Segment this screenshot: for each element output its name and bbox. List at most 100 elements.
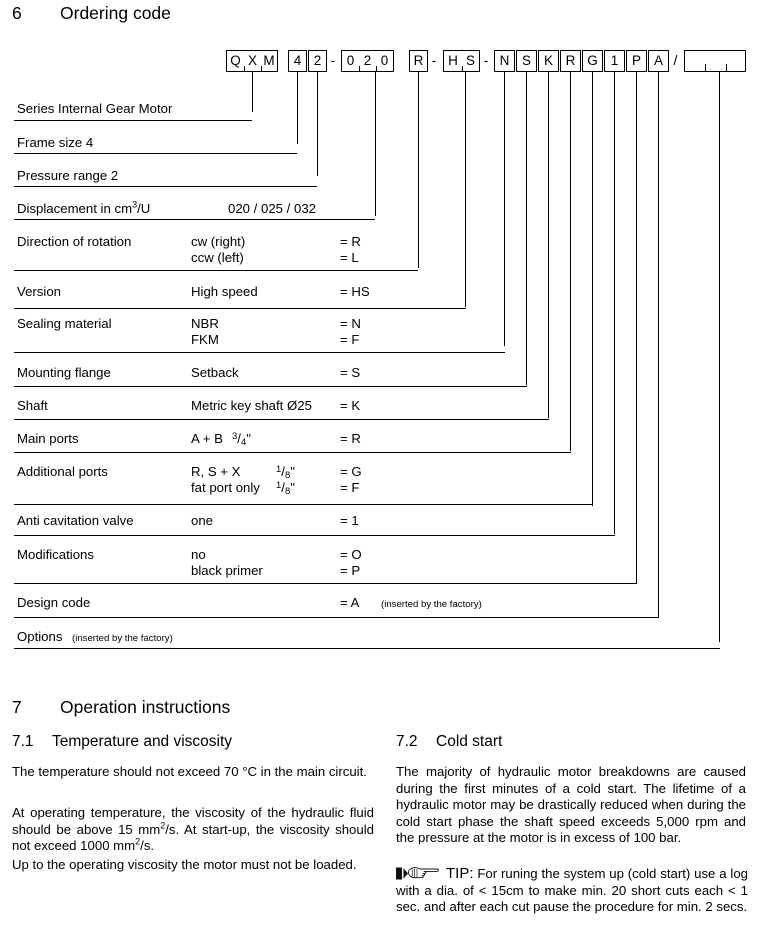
code-box-options[interactable] — [684, 50, 746, 72]
row-label-designcode: Design code — [17, 595, 91, 610]
row-option-sealing-fkm: FKM — [191, 332, 219, 347]
code-box-modifications: P — [626, 50, 647, 72]
row-rule-addports — [14, 504, 593, 506]
row-equals-mainports: = R — [340, 431, 361, 446]
row-rule-series — [14, 120, 252, 122]
row-equals-sealing-n: = N — [340, 316, 361, 331]
code-seg-x: X — [244, 51, 261, 72]
leader-version — [465, 72, 467, 307]
row-option-version: High speed — [191, 284, 258, 299]
code-seg-q: Q — [230, 53, 241, 68]
section-6-title: Ordering code — [60, 3, 171, 23]
row-option-addports-fat: fat port only — [191, 480, 260, 495]
code-slash: / — [673, 52, 678, 68]
leader-pressure — [317, 72, 319, 176]
code-seg-d2: 2 — [359, 51, 376, 72]
code-seg-m: M — [261, 51, 277, 72]
row-rule-version — [14, 308, 466, 310]
code-box-shaft: K — [538, 50, 559, 72]
section-71-heading: 7.1 Temperature and viscosity — [12, 733, 232, 751]
ordering-code-table: Series Internal Gear Motor Frame size 4 … — [14, 101, 720, 650]
leader-modifications — [636, 72, 638, 583]
row-equals-rotation-r: = R — [340, 234, 361, 249]
row-label-flange: Mounting flange — [17, 365, 111, 380]
row-equals-anticav: = 1 — [340, 513, 359, 528]
row-option-sealing-nbr: NBR — [191, 316, 219, 331]
temperature-paragraph-1: The temperature should not exceed 70 °C … — [12, 764, 367, 779]
fraction-denominator-main: 4 — [240, 437, 247, 449]
code-dash-1: - — [330, 53, 336, 68]
temperature-paragraph-3: Up to the operating viscosity the motor … — [12, 857, 357, 872]
fraction-denominator-add1: 8 — [284, 470, 291, 482]
row-equals-rotation-l: = L — [340, 250, 359, 265]
row-label-version: Version — [17, 284, 61, 299]
code-seg-d0b: 0 — [376, 51, 393, 72]
temp-p2-sup-2: 2 — [135, 836, 141, 847]
row-option-shaft: Metric key shaft Ø25 — [191, 398, 312, 413]
tip-label: TIP: — [446, 865, 474, 882]
code-box-designcode: A — [648, 50, 669, 72]
leader-options — [719, 72, 721, 642]
section-7-title: Operation instructions — [60, 697, 231, 717]
row-rule-modifications — [14, 583, 637, 585]
fraction-slash-add2: / — [281, 480, 285, 495]
leader-shaft — [548, 72, 550, 418]
tip-paragraph: TIP: For runing the system up (cold star… — [396, 865, 748, 916]
row-equals-designcode: = A — [340, 595, 360, 610]
code-box-addports: G — [582, 50, 603, 72]
leader-frame — [297, 72, 299, 144]
row-rule-anticav — [14, 535, 615, 537]
fraction-unit-add2: " — [290, 480, 295, 495]
fraction-one-eighth-a: 1/8" — [276, 464, 295, 481]
row-option-mainports: A + B — [191, 431, 223, 446]
code-dash-2: - — [431, 53, 437, 68]
temp-p2-part-a: At operating temperature, the viscosity … — [12, 805, 374, 837]
row-label-mainports: Main ports — [17, 431, 79, 446]
fraction-one-eighth-b: 1/8" — [276, 480, 295, 497]
displacement-label-tail: /U — [137, 201, 151, 216]
code-box-sealing: N — [494, 50, 515, 72]
temp-p2-part-c: /s. — [140, 838, 155, 854]
coldstart-paragraph-1: The majority of hydraulic motor breakdow… — [396, 764, 746, 846]
row-label-sealing: Sealing material — [17, 316, 112, 331]
section-71-title: Temperature and viscosity — [52, 733, 233, 750]
row-rule-options — [14, 648, 720, 650]
row-value-displacement: 020 / 025 / 032 — [228, 201, 316, 216]
fraction-unit-add1: " — [290, 464, 295, 479]
row-rule-frame — [14, 153, 297, 155]
fraction-denominator-add2: 8 — [284, 486, 291, 498]
fraction-numerator-add2: 1 — [276, 480, 282, 492]
row-rule-pressure — [14, 186, 317, 188]
tip-text: For runing the system up (cold start) us… — [396, 866, 748, 915]
row-option-mod-no: no — [191, 547, 206, 562]
row-equals-addports-g: = G — [340, 464, 362, 479]
leader-addports — [592, 72, 594, 506]
row-equals-version: = HS — [340, 284, 370, 299]
code-seg-s: S — [462, 51, 479, 72]
section-72-title: Cold start — [436, 733, 503, 750]
temp-p2-part-b: /s. At start-up, the viscosity should no… — [12, 821, 374, 854]
row-fraction-addports-2: 1/8" — [276, 480, 295, 497]
row-option-mod-black: black primer — [191, 563, 263, 578]
row-option-rotation-cw: cw (right) — [191, 234, 246, 249]
leader-flange — [526, 72, 528, 385]
row-equals-mod-p: = P — [340, 563, 361, 578]
row-equals-mod-o: = O — [340, 547, 362, 562]
temp-p2-sup-1: 2 — [160, 820, 166, 831]
row-fraction-addports-1: 1/8" — [276, 464, 295, 481]
row-rule-sealing — [14, 352, 505, 354]
row-option-addports-rsx: R, S + X — [191, 464, 241, 479]
row-fraction-mainports: 3/4" — [232, 431, 251, 448]
leader-displacement — [375, 72, 377, 216]
row-label-addports: Additional ports — [17, 464, 108, 479]
row-label-modifications: Modifications — [17, 547, 94, 562]
row-label-rotation: Direction of rotation — [17, 234, 132, 249]
section-71-number: 7.1 — [12, 733, 34, 750]
pointing-hand-icon — [396, 866, 442, 881]
